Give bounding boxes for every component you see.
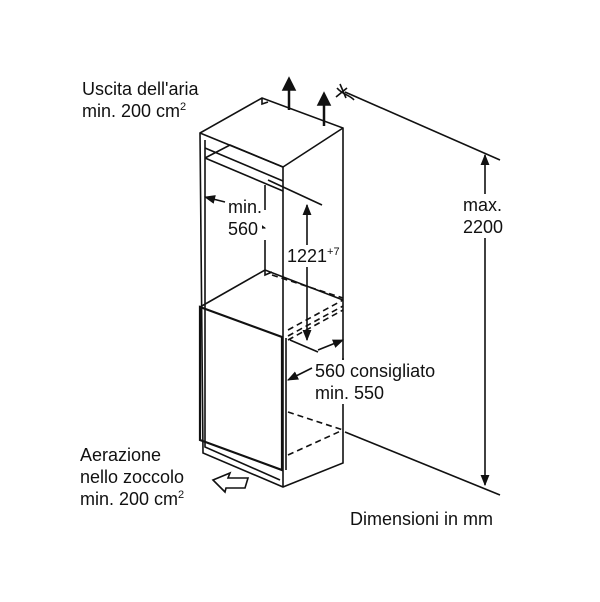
plinth-air-arrow-icon	[211, 471, 250, 494]
hidden-lines	[271, 274, 344, 456]
air-out-arrow-icon	[281, 76, 297, 91]
min-width-label: min.560	[228, 196, 263, 240]
airflow-arrows	[211, 76, 355, 494]
air-out-arrow-icon	[316, 91, 332, 106]
niche-height-label: 1221+7	[287, 245, 340, 267]
units-note: Dimensioni in mm	[350, 509, 494, 529]
max-height-label: max.2200	[463, 194, 504, 238]
